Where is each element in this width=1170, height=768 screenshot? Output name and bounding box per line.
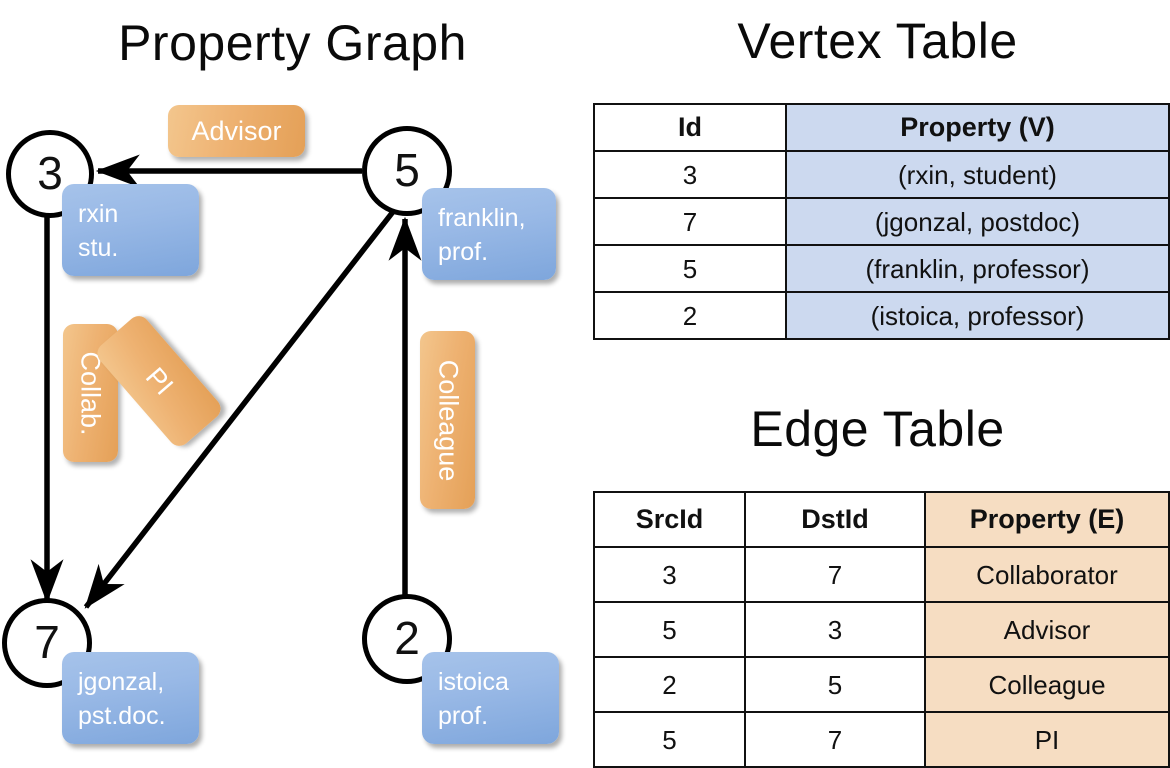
graph-node-5-label: 5 <box>394 144 420 196</box>
vertex-row-1-id: 7 <box>593 197 787 246</box>
vertex-property-box-7-line1: jgonzal, <box>78 668 165 696</box>
graph-node-2[interactable]: 2 <box>362 594 452 684</box>
vertex-table: Id Property (V) 3 (rxin, student) 7 (jgo… <box>593 103 1170 340</box>
vertex-property-box-2-line2: prof. <box>438 701 489 730</box>
graph-node-5[interactable]: 5 <box>362 126 452 216</box>
table-row[interactable]: 3 (rxin, student) <box>593 150 1170 199</box>
vertex-property-box-3: rxin stu. <box>62 184 199 276</box>
edge-table-header-dstid: DstId <box>744 491 926 548</box>
edge-label-colleague: Colleague <box>420 331 475 509</box>
vertex-row-3-property: (istoica, professor) <box>785 291 1170 340</box>
vertex-property-box-5-line2: prof. <box>438 237 489 266</box>
graph-node-7-label: 7 <box>34 616 60 668</box>
vertex-property-box-3-line2: stu. <box>78 233 119 262</box>
page-title-property-graph: Property Graph <box>118 15 467 71</box>
edge-table: SrcId DstId Property (E) 3 7 Collaborato… <box>593 491 1170 768</box>
vertex-property-box-7: jgonzal, pst.doc. <box>62 652 199 744</box>
vertex-row-0-property: (rxin, student) <box>785 150 1170 199</box>
edge-label-pi-text: PI <box>139 361 180 401</box>
edge-row-1-dst: 3 <box>744 601 926 658</box>
table-row[interactable]: 7 (jgonzal, postdoc) <box>593 197 1170 246</box>
table-row[interactable]: 3 7 Collaborator <box>593 546 1170 603</box>
vertex-table-header-row: Id Property (V) <box>593 103 1170 152</box>
edge-row-2-property: Colleague <box>924 656 1170 713</box>
page-title-vertex-table: Vertex Table <box>737 13 1018 69</box>
vertex-row-0-id: 3 <box>593 150 787 199</box>
edge-label-advisor-text: Advisor <box>191 115 282 146</box>
edge-row-1-property: Advisor <box>924 601 1170 658</box>
edge-row-0-src: 3 <box>593 546 746 603</box>
edge-pi-line <box>83 202 402 609</box>
edge-row-3-property: PI <box>924 711 1170 768</box>
edge-table-header-srcid: SrcId <box>593 491 746 548</box>
vertex-table-header-id: Id <box>593 103 787 152</box>
edge-row-3-dst: 7 <box>744 711 926 768</box>
property-graph-diagram: 3 5 7 2 rxin stu. franklin, prof. jgonza… <box>0 0 585 760</box>
edge-row-0-dst: 7 <box>744 546 926 603</box>
edge-row-0-property: Collaborator <box>924 546 1170 603</box>
edge-table-header-property: Property (E) <box>924 491 1170 548</box>
vertex-property-box-7-line2: pst.doc. <box>78 701 166 730</box>
graph-node-3-label: 3 <box>37 147 63 199</box>
vertex-row-2-property: (franklin, professor) <box>785 244 1170 293</box>
vertex-property-box-5: franklin, prof. <box>422 188 556 280</box>
table-row[interactable]: 5 7 PI <box>593 711 1170 768</box>
table-row[interactable]: 5 (franklin, professor) <box>593 244 1170 293</box>
edge-label-collab-text: Collab. <box>76 350 107 436</box>
edge-row-3-src: 5 <box>593 711 746 768</box>
vertex-row-1-property: (jgonzal, postdoc) <box>785 197 1170 246</box>
vertex-property-box-3-line1: rxin <box>78 200 119 228</box>
edge-row-2-dst: 5 <box>744 656 926 713</box>
edge-label-advisor: Advisor <box>168 105 305 157</box>
edge-row-1-src: 5 <box>593 601 746 658</box>
vertex-row-2-id: 5 <box>593 244 787 293</box>
vertex-row-3-id: 2 <box>593 291 787 340</box>
table-row[interactable]: 2 (istoica, professor) <box>593 291 1170 340</box>
edge-row-2-src: 2 <box>593 656 746 713</box>
vertex-property-box-5-line1: franklin, <box>438 204 526 232</box>
graph-node-2-label: 2 <box>394 612 420 664</box>
graph-edges-layer <box>30 154 422 609</box>
table-row[interactable]: 2 5 Colleague <box>593 656 1170 713</box>
edge-label-colleague-text: Colleague <box>433 359 463 481</box>
table-row[interactable]: 5 3 Advisor <box>593 601 1170 658</box>
vertex-property-box-2-line1: istoica <box>438 668 509 696</box>
vertex-table-header-property: Property (V) <box>785 103 1170 152</box>
page-title-edge-table: Edge Table <box>750 401 1005 457</box>
vertex-property-box-2: istoica prof. <box>422 652 559 744</box>
edge-table-header-row: SrcId DstId Property (E) <box>593 491 1170 548</box>
